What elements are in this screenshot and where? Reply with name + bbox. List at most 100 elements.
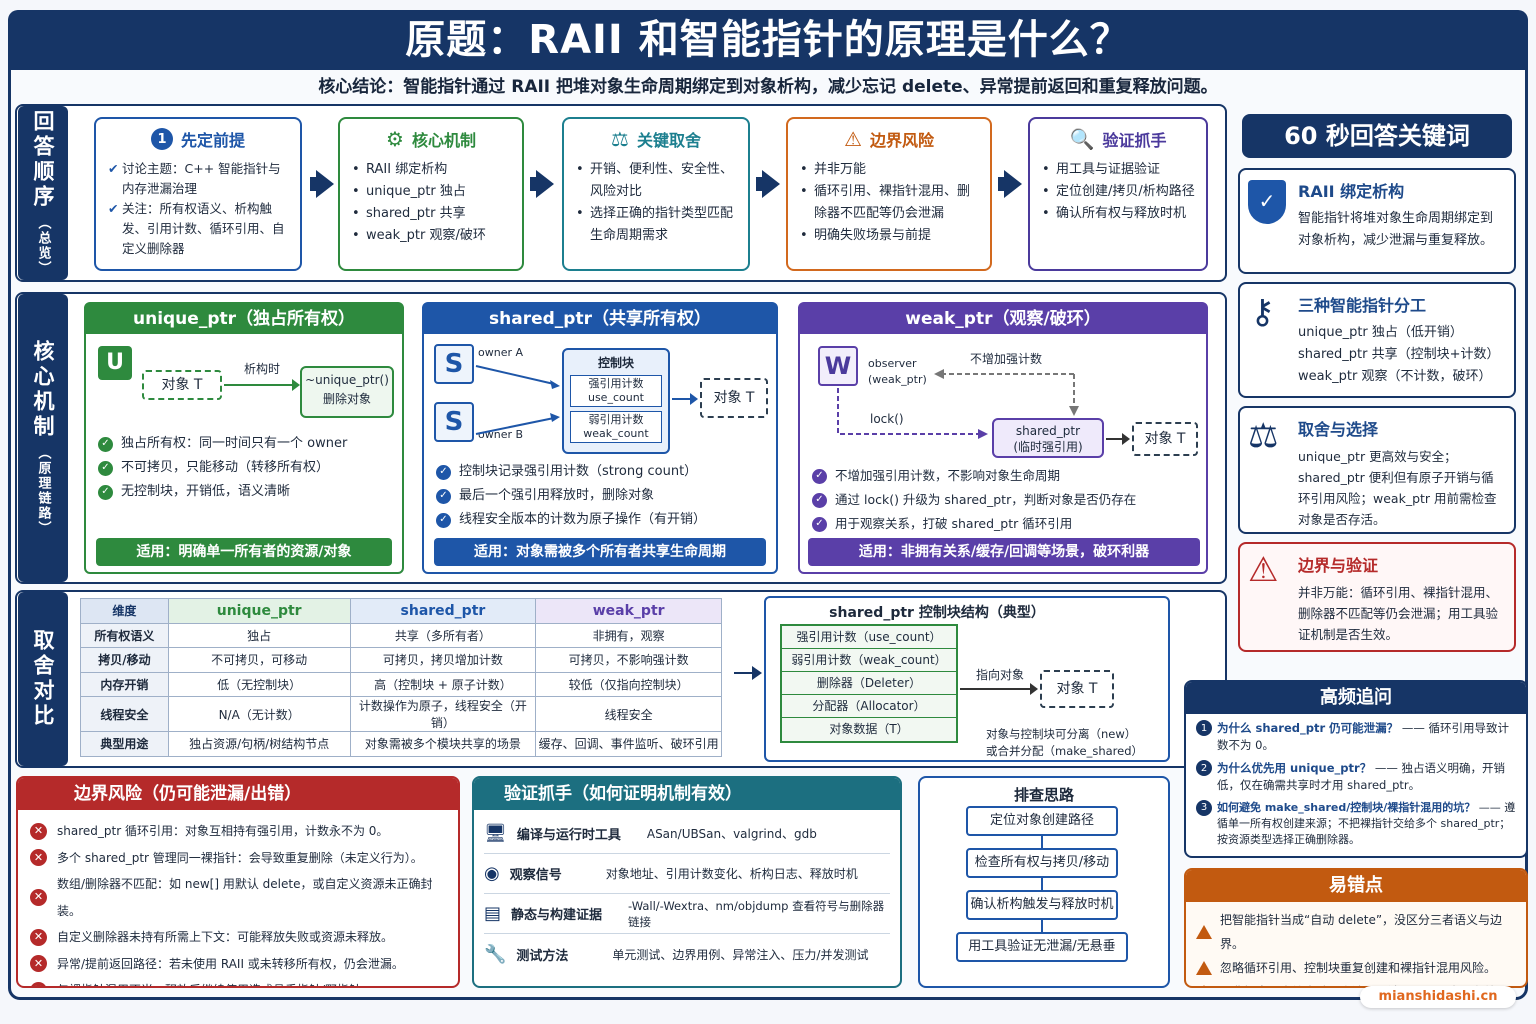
flow-card-risk: ⚠边界风险 并非万能 循环引用、裸指针混用、删除器不匹配等仍会泄漏 明确失败场景… — [786, 117, 992, 271]
cb-field: 对象数据（T） — [829, 722, 909, 736]
list-item: ✓用于观察关系，打破 shared_ptr 循环引用 — [812, 512, 1136, 536]
list-item: ✕多个 shared_ptr 管理同一裸指针：会导致重复删除（未定义行为）。 — [30, 845, 446, 872]
temp-shared-box: shared_ptr(临时强引用) — [992, 418, 1104, 458]
table-header: unique_ptr — [167, 598, 351, 624]
key-icon: ⚷ — [1250, 292, 1275, 332]
cross-icon: ✕ — [30, 928, 47, 946]
verify-title: 验证抓手（如何证明机制有效） — [474, 778, 900, 810]
warning-icon — [1196, 985, 1212, 986]
list-item: ✓通过 lock() 升级为 shared_ptr，判断对象是否仍存在 — [812, 488, 1136, 512]
list-item: ✓无控制块，开销低，语义清晰 — [98, 480, 347, 504]
flow-card-verify: 🔍验证抓手 用工具与证据验证 定位创建/拷贝/析构路径 确认所有权与释放时机 — [1028, 117, 1208, 271]
check-icon: ✓ — [98, 460, 113, 476]
flow-arrow-icon — [536, 170, 554, 198]
unique-dtor-label: 析构时 — [244, 362, 281, 376]
gear-icon: ⚙ — [386, 127, 404, 151]
trouble-step: 检查所有权与拷贝/移动 — [966, 848, 1118, 878]
list-item: 只背概念，未给出验证方法，无法证明是否真正有效。 — [1196, 980, 1516, 986]
check-icon: ✓ — [812, 492, 827, 508]
scale-icon: ⚖ — [1248, 416, 1279, 456]
list-item: ✕与裸指针混用不当：释放后继续使用造成悬垂指针/野指针。 — [30, 977, 446, 986]
shared-s-icon-a: S — [434, 344, 474, 384]
flow-arrow-icon — [1004, 170, 1022, 198]
flow-item: 定位创建/拷贝/析构路径 — [1040, 181, 1196, 203]
unique-usage-bar: 适用：明确单一所有者的资源/对象 — [96, 538, 392, 566]
trouble-step: 用工具验证无泄漏/无悬垂 — [956, 932, 1128, 962]
unique-dtor-box: ~unique_ptr() 删除对象 — [300, 366, 394, 418]
flow-item: 确认所有权与释放时机 — [1040, 203, 1196, 225]
lock-label: lock() — [870, 412, 904, 426]
verify-row: ◉观察信号对象地址、引用计数变化、析构日志、释放时机 — [484, 854, 890, 894]
list-item: ✕数组/删除器不匹配：如 new[] 用默认 delete，或自定义资源未正确封… — [30, 871, 446, 924]
check-icon: ✓ — [98, 484, 113, 500]
weak-w-icon: W — [818, 346, 858, 386]
flow-item: unique_ptr 独占 — [350, 181, 512, 203]
number-2-icon: 2 — [1196, 760, 1212, 776]
unique-ptr-panel: unique_ptr（独占所有权） U 对象 T 析构时 ~unique_ptr… — [84, 302, 404, 574]
risk-title: 边界风险（仍可能泄漏/出错） — [18, 778, 458, 810]
unique-u-icon: U — [98, 346, 132, 380]
flow-item: 循环引用、裸指针混用、删除器不匹配等仍会泄漏 — [798, 181, 980, 225]
flow-item: weak_ptr 观察/破环 — [350, 225, 512, 247]
cross-icon: ✕ — [30, 849, 47, 867]
cb-field: 分配器（Allocator） — [782, 695, 956, 718]
check-icon: ✓ — [436, 488, 451, 504]
risk-card: 边界风险（仍可能泄漏/出错） ✕shared_ptr 循环引用：对象互相持有强引… — [16, 776, 460, 988]
flow-item: shared_ptr 共享 — [350, 203, 512, 225]
check-icon: ✓ — [436, 512, 451, 528]
cb-field: 删除器（Deleter） — [782, 672, 956, 695]
shield-icon: ✓ — [1248, 180, 1286, 224]
unique-ptr-title: unique_ptr（独占所有权） — [86, 304, 402, 334]
side-label-order: 回答顺序 （总览） — [18, 106, 68, 280]
list-item: 忽略循环引用、控制块重复创建和裸指针混用风险。 — [1196, 956, 1516, 980]
flow-item: 开销、便利性、安全性、风险对比 — [574, 159, 738, 203]
table-row: 拷贝/移动不可拷贝，可移动可拷贝，拷贝增加计数可拷贝，不影响强计数 — [80, 647, 722, 673]
warning-icon — [1196, 961, 1212, 975]
shared-ptr-title: shared_ptr（共享所有权） — [424, 304, 776, 334]
table-row: 内存开销低（无控制块）高（控制块 + 原子计数）较低（仅指向控制块） — [80, 671, 722, 697]
keywords-title: 60 秒回答关键词 — [1242, 114, 1512, 158]
flow-arrow-icon — [316, 170, 334, 198]
list-item: ✕异常/提前返回路径：若未使用 RAII 或未转移所有权，仍会泄漏。 — [30, 951, 446, 978]
warning-icon — [1196, 925, 1212, 939]
list-item: ✓线程安全版本的计数为原子操作（有开销） — [436, 508, 706, 532]
list-item: ✓不增加强引用计数，不影响对象生命周期 — [812, 464, 1136, 488]
cross-icon: ✕ — [30, 889, 47, 906]
control-block-fields: 强引用计数（use_count） 弱引用计数（weak_count） 删除器（D… — [780, 624, 958, 743]
table-header: shared_ptr — [349, 598, 537, 624]
list-item: 把智能指针当成“自动 delete”，没区分三者语义与边界。 — [1196, 908, 1516, 956]
keyword-card-three-pointers: ⚷ 三种智能指针分工 unique_ptr 独占（低开销） shared_ptr… — [1238, 282, 1516, 398]
list-item: ✓独占所有权：同一时间只有一个 owner — [98, 432, 347, 456]
flow-item: 用工具与证据验证 — [1040, 159, 1196, 181]
trouble-step: 确认析构触发与释放时机 — [966, 890, 1118, 920]
flow-card-mechanism: ⚙核心机制 RAII 绑定析构 unique_ptr 独占 shared_ptr… — [338, 117, 524, 271]
list-item: ✕自定义删除器未持有所需上下文：可能释放失败或资源未释放。 — [30, 924, 446, 951]
owner-a-label: owner A — [478, 346, 524, 359]
list-item: ✓最后一个强引用释放时，删除对象 — [436, 484, 706, 508]
shared-usage-bar: 适用：对象需被多个所有者共享生命周期 — [434, 538, 766, 566]
verify-row: ▤静态与构建证据-Wall/-Wextra、nm/objdump 查看符号与删除… — [484, 894, 890, 934]
weak-usage-bar: 适用：非拥有关系/缓存/回调等场景，破环利器 — [808, 538, 1200, 566]
table-row: 所有权语义独占共享（多所有者）非拥有，观察 — [80, 622, 722, 648]
table-header: 维度 — [80, 598, 169, 624]
cross-icon: ✕ — [30, 955, 47, 973]
flow-item: 关注：所有权语义、析构触发、引用计数、循环引用、自定义删除器 — [106, 199, 290, 259]
keyword-card-boundary: ⚠ 边界与验证 并非万能：循环引用、裸指针混用、删除器不匹配等仍会泄漏；用工具验… — [1238, 542, 1516, 652]
list-item: ✕shared_ptr 循环引用：对象互相持有强引用，计数永不为 0。 — [30, 818, 446, 845]
table-header: weak_ptr — [535, 598, 722, 624]
cb-field: 弱引用计数（weak_count） — [782, 649, 956, 672]
points-to-label: 指向对象 — [976, 668, 1025, 682]
observer-label: observer(weak_ptr) — [868, 357, 927, 386]
magnifier-icon: 🔍 — [1069, 127, 1095, 151]
weak-arrows — [837, 369, 1079, 439]
shared-arrows — [475, 365, 560, 435]
trouble-title: 排查思路 — [1013, 786, 1074, 804]
